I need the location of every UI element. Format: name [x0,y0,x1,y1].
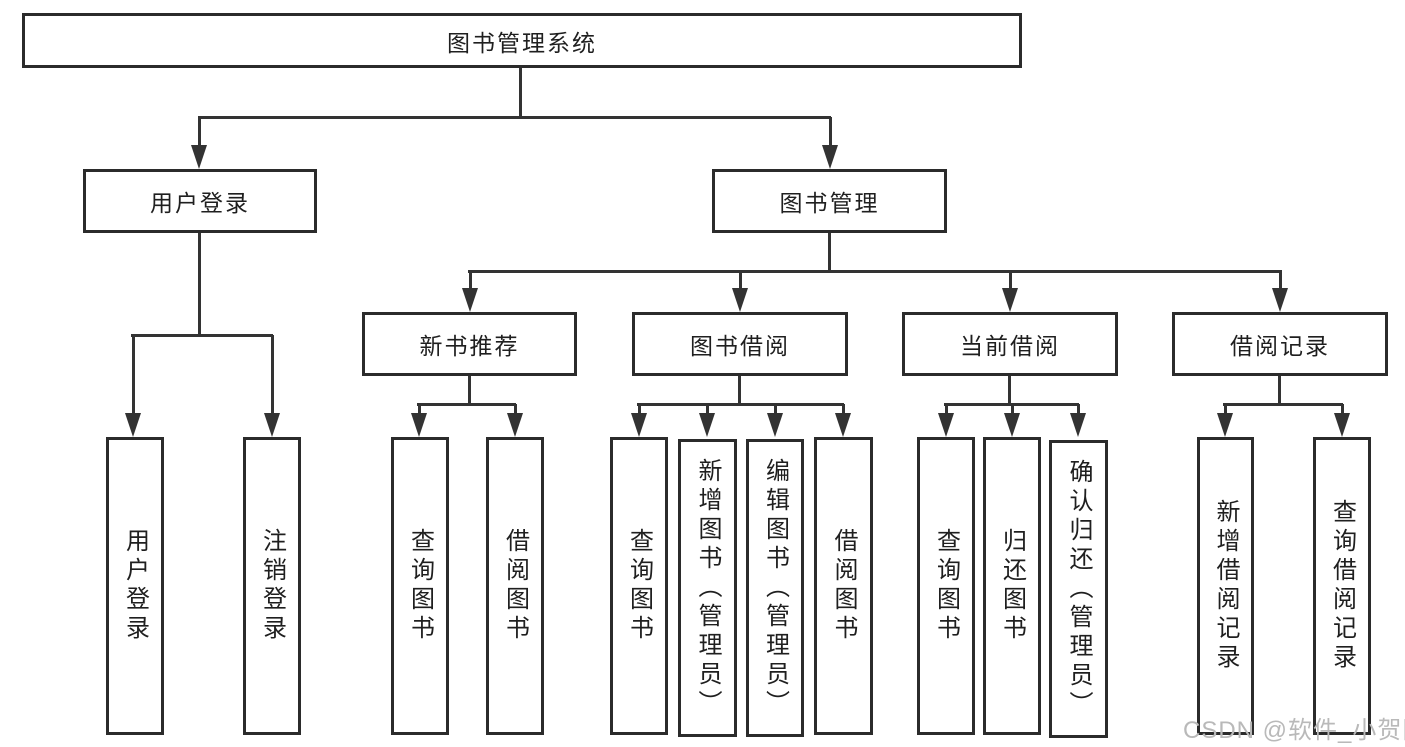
node-query-borrow-record: 查询借阅记录 [1313,437,1371,735]
connector-stub [132,335,135,417]
arrow-down-icon [1217,413,1233,437]
connector-stub [945,404,948,417]
node-borrow-book-recommend: 借阅图书 [486,437,544,735]
connector-userlogin-split [131,334,273,337]
arrow-down-icon [767,413,783,437]
arrow-down-icon [264,413,280,437]
node-borrow-book-borrowing: 借阅图书 [814,437,873,735]
arrow-down-icon [191,145,207,169]
connector-group-split [417,403,516,406]
arrow-down-icon [1070,413,1086,437]
connector-stub [469,271,472,292]
arrow-down-icon [1334,413,1350,437]
arrow-down-icon [507,413,523,437]
arrow-down-icon [1004,413,1020,437]
connector-root-split [198,116,831,119]
connector-stub [638,404,641,417]
arrow-down-icon [411,413,427,437]
connector-bookmgmt-down [828,233,831,271]
arrow-down-icon [631,413,647,437]
connector-stub [842,404,845,417]
arrow-down-icon [462,288,478,312]
connector-group-down [468,376,471,404]
arrow-down-icon [699,413,715,437]
node-confirm-return-admin: 确认归还（管理员） [1049,440,1108,738]
arrow-down-icon [938,413,954,437]
node-borrowing-records: 借阅记录 [1172,312,1388,376]
node-query-book-borrowing: 查询图书 [610,437,668,735]
connector-bookmgmt-split [468,270,1282,273]
connector-stub [1279,271,1282,292]
node-current-borrowing: 当前借阅 [902,312,1118,376]
node-add-borrow-record: 新增借阅记录 [1197,437,1254,735]
node-book-management: 图书管理 [712,169,947,233]
watermark: CSDN @软件_小贺同学 [1183,717,1405,744]
connector-root-down [519,68,522,117]
connector-group-down [1008,376,1011,404]
node-library-management-system: 图书管理系统 [22,13,1022,68]
connector-stub [706,404,709,417]
node-user-login-action: 用户登录 [106,437,164,735]
connector-stub [774,404,777,417]
connector-stub [829,117,832,147]
connector-stub [739,271,742,292]
node-new-book-recommendation: 新书推荐 [362,312,577,376]
arrow-down-icon [822,145,838,169]
node-return-book: 归还图书 [983,437,1041,735]
connector-group-split [1223,403,1343,406]
connector-stub [198,117,201,147]
connector-stub [271,335,274,417]
connector-stub [1011,404,1014,417]
arrow-down-icon [1002,288,1018,312]
node-query-book-current: 查询图书 [917,437,975,735]
connector-stub [1224,404,1227,417]
connector-stub [418,404,421,417]
connector-group-split [637,403,844,406]
arrow-down-icon [125,413,141,437]
node-add-book-admin: 新增图书（管理员） [678,439,737,737]
arrow-down-icon [732,288,748,312]
connector-group-down [738,376,741,404]
connector-stub [1077,404,1080,417]
node-book-borrowing: 图书借阅 [632,312,848,376]
connector-userlogin-down [198,233,201,335]
node-edit-book-admin: 编辑图书（管理员） [746,439,804,737]
node-query-book-recommend: 查询图书 [391,437,449,735]
arrow-down-icon [835,413,851,437]
node-user-login: 用户登录 [83,169,317,233]
node-logout-action: 注销登录 [243,437,301,735]
connector-stub [1009,271,1012,292]
connector-stub [1341,404,1344,417]
connector-stub [514,404,517,417]
connector-group-down [1278,376,1281,404]
arrow-down-icon [1272,288,1288,312]
